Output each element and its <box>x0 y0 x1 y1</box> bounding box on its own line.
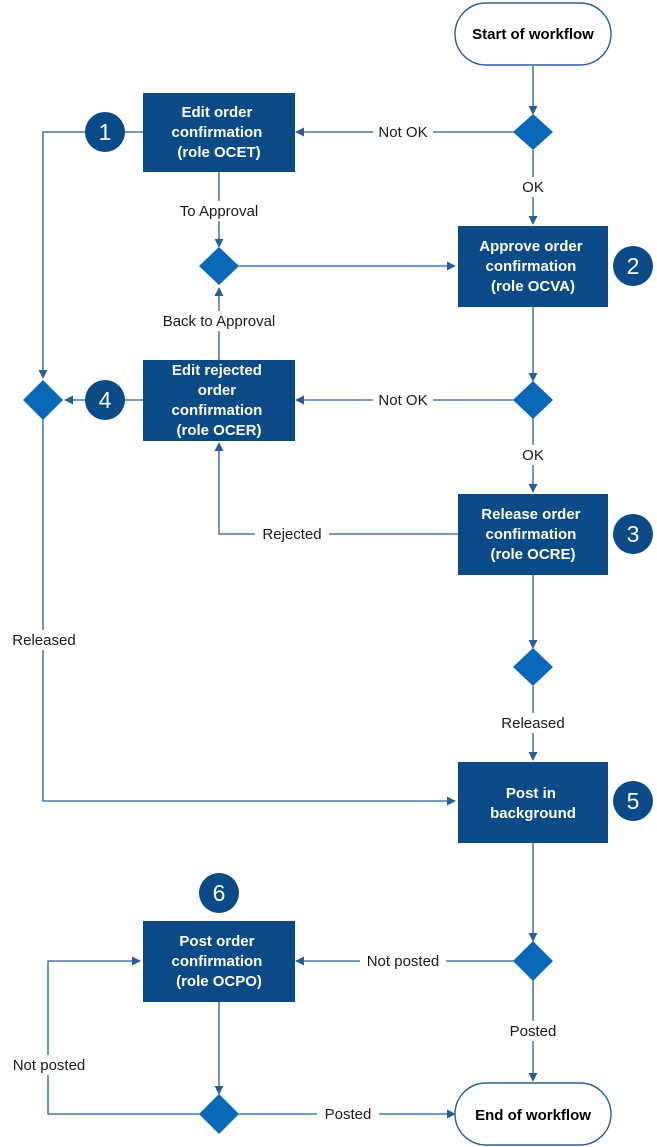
box-edit-rejected-order-confirmation: Edit rejected order confirmation (role O… <box>143 360 295 441</box>
svg-text:2: 2 <box>627 253 640 279</box>
label-not-ok-2: Not OK <box>378 392 427 409</box>
label-posted-2: Posted <box>325 1106 372 1123</box>
connector-release-to-rejected <box>214 442 458 535</box>
box-postorder-line2: confirmation <box>171 953 262 970</box>
box-postbg-line2: background <box>490 805 576 822</box>
terminal-end: End of workflow <box>454 1082 612 1146</box>
svg-text:4: 4 <box>99 387 112 413</box>
box-rejected-line4: (role OCER) <box>176 422 261 439</box>
terminal-end-label: End of workflow <box>475 1107 591 1124</box>
decision-diamond-left <box>23 380 63 420</box>
box-edit-line2: confirmation <box>171 124 262 141</box>
label-not-posted-1: Not posted <box>367 953 440 970</box>
decision-diamonds <box>23 114 553 1134</box>
decision-diamond-merge <box>199 247 239 285</box>
connector-check5-to-postorder <box>47 956 200 1115</box>
label-to-approval: To Approval <box>180 203 258 220</box>
step-badges: 1 2 3 4 5 6 <box>85 112 653 913</box>
svg-text:Edit rejected order: Edit rejected order confirmation (role O… <box>171 362 266 439</box>
box-postorder-line1: Post order <box>179 933 254 950</box>
decision-diamond-check3 <box>513 648 553 686</box>
box-release-line3: (role OCRE) <box>490 546 575 563</box>
box-postorder-line3: (role OCPO) <box>176 973 262 990</box>
svg-text:Post order confirmation: Post order confirmation (role OCPO) <box>171 933 266 990</box>
label-back-to-approval: Back to Approval <box>163 313 276 330</box>
terminal-start: Start of workflow <box>454 2 612 66</box>
decision-diamond-check4 <box>513 941 553 981</box>
label-ok-2: OK <box>522 447 544 464</box>
svg-text:1: 1 <box>99 119 112 145</box>
decision-diamond-check2 <box>513 381 553 419</box>
svg-text:Release order confirmati: Release order confirmation (role OCRE) <box>481 506 584 563</box>
terminal-start-label: Start of workflow <box>472 26 594 43</box>
step-badge-3: 3 <box>613 514 653 554</box>
box-approve-line2: confirmation <box>485 258 576 275</box>
label-released-right: Released <box>501 715 564 732</box>
box-release-line1: Release order <box>481 506 580 523</box>
box-approve-order-confirmation: Approve order confirmation (role OCVA) <box>458 226 608 307</box>
label-posted-1: Posted <box>510 1023 557 1040</box>
box-rejected-line1: Edit rejected <box>172 362 262 379</box>
edge-labels: Not OK OK To Approval Back to Approval N… <box>5 122 571 1124</box>
label-ok-1: OK <box>522 179 544 196</box>
box-edit-line1: Edit order <box>181 104 252 121</box>
box-post-order-confirmation: Post order confirmation (role OCPO) <box>143 921 295 1002</box>
label-released-left: Released <box>12 632 75 649</box>
svg-text:5: 5 <box>627 788 640 814</box>
box-edit-order-confirmation: Edit order confirmation (role OCET) <box>143 93 295 172</box>
box-post-in-background: Post in background <box>458 762 608 843</box>
connector-edit-to-diamond4 <box>38 131 143 379</box>
svg-text:6: 6 <box>213 880 226 906</box>
svg-text:Approve order confirmati: Approve order confirmation (role OCVA) <box>479 238 587 295</box>
label-not-posted-2: Not posted <box>13 1057 86 1074</box>
box-postbg-line1: Post in <box>506 785 556 802</box>
box-approve-line1: Approve order <box>479 238 583 255</box>
box-release-order-confirmation: Release order confirmation (role OCRE) <box>458 494 608 575</box>
box-edit-line3: (role OCET) <box>177 144 260 161</box>
svg-text:3: 3 <box>627 521 640 547</box>
box-release-line2: confirmation <box>485 526 576 543</box>
step-badge-5: 5 <box>613 781 653 821</box>
svg-text:Post in background: Post in background <box>490 785 576 822</box>
step-badge-1: 1 <box>85 112 125 152</box>
decision-diamond-check5 <box>199 1094 239 1134</box>
box-rejected-line3: confirmation <box>171 402 262 419</box>
label-rejected: Rejected <box>262 526 321 543</box>
box-rejected-line2: order <box>198 382 237 399</box>
step-badge-6: 6 <box>199 873 239 913</box>
decision-diamond-check1 <box>513 114 553 150</box>
step-badge-4: 4 <box>85 380 125 420</box>
label-not-ok-1: Not OK <box>378 124 427 141</box>
svg-text:Edit order confirmation: Edit order confirmation (role OCET) <box>171 104 266 161</box>
step-badge-2: 2 <box>613 246 653 286</box>
connector-diamond4-to-postbg <box>42 419 456 806</box>
box-approve-line3: (role OCVA) <box>491 278 575 295</box>
